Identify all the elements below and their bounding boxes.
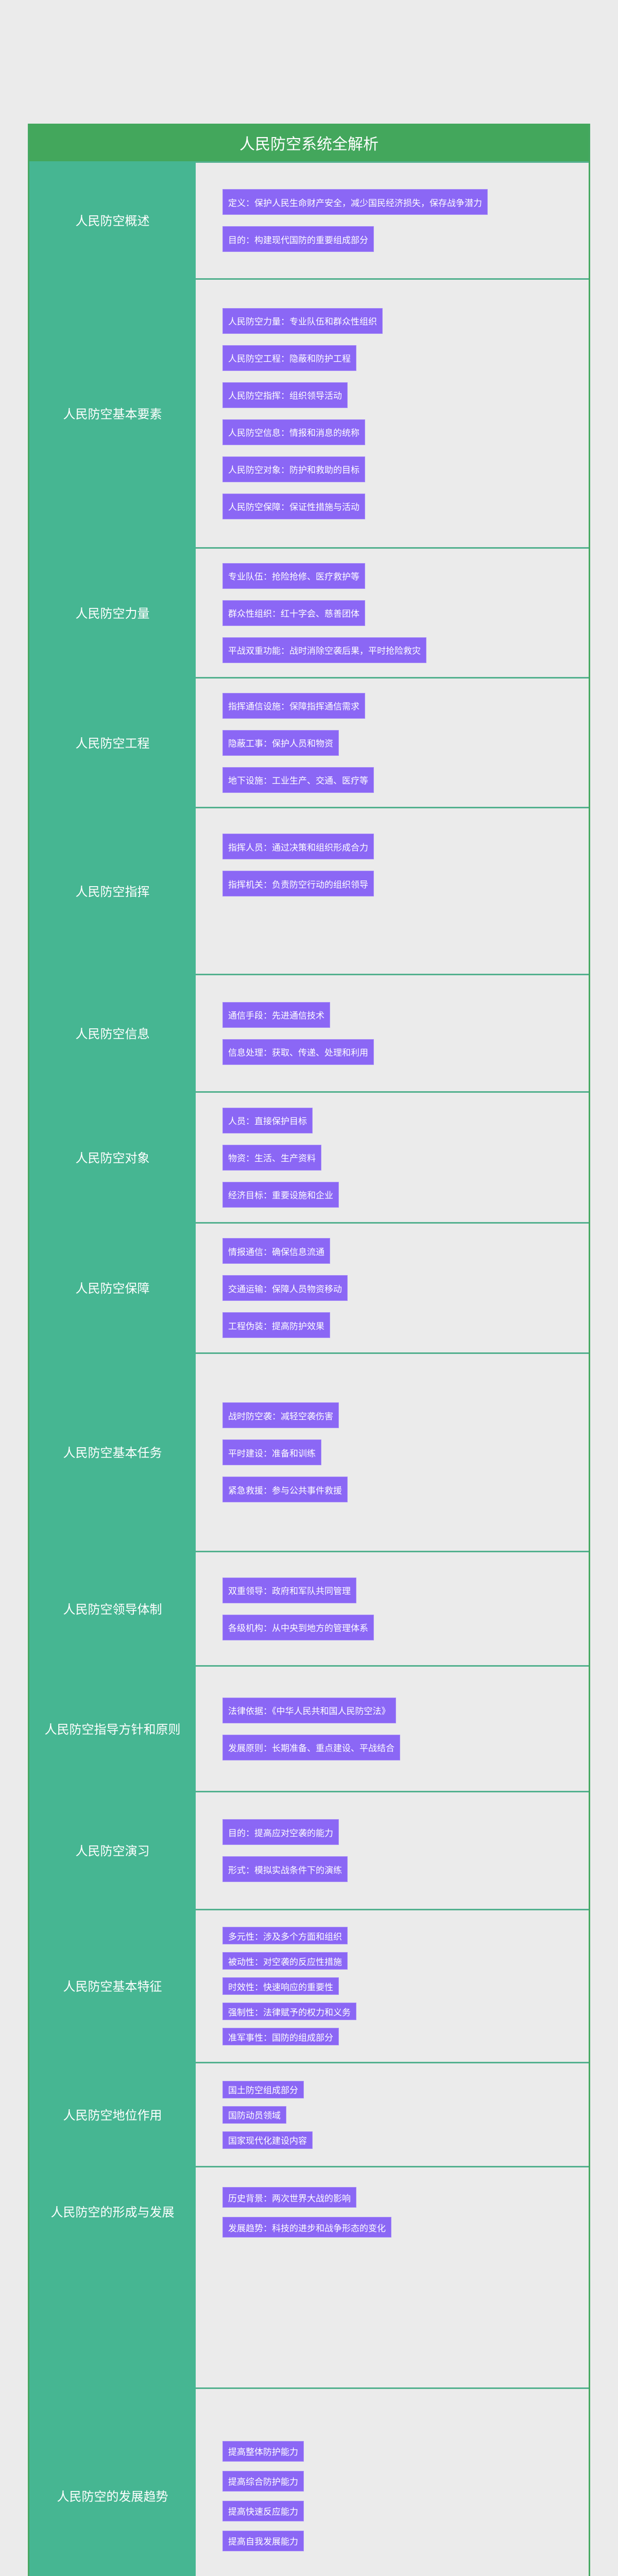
item-chip: 交通运输：保障人员物资移动 — [222, 1275, 348, 1301]
section-label: 人民防空对象 — [29, 1091, 196, 1222]
section-row: 人民防空演习 目的：提高应对空袭的能力 形式：模拟实战条件下的演练 — [29, 1791, 589, 1909]
section-label: 人民防空力量 — [29, 547, 196, 677]
item-chip: 指挥人员：通过决策和组织形成合力 — [222, 834, 374, 859]
section-row: 人民防空基本任务 战时防空袭：减轻空袭伤害 平时建设：准备和训练 紧急救援：参与… — [29, 1352, 589, 1551]
section-row: 人民防空指导方针和原则 法律依据：《中华人民共和国人民防空法》 发展原则：长期准… — [29, 1665, 589, 1791]
item-chip: 平战双重功能：战时消除空袭后果，平时抢险救灾 — [222, 637, 426, 663]
section-items: 法律依据：《中华人民共和国人民防空法》 发展原则：长期准备、重点建设、平战结合 — [196, 1665, 589, 1791]
page-title: 人民防空系统全解析 — [29, 124, 589, 161]
section-label: 人民防空概述 — [29, 161, 196, 278]
item-chip: 工程伪装：提高防护效果 — [222, 1312, 330, 1338]
item-chip: 人民防空保障：保证性措施与活动 — [222, 493, 365, 519]
section-label: 人民防空的发展趋势 — [29, 2387, 196, 2576]
item-chip: 目的：构建现代国防的重要组成部分 — [222, 226, 374, 252]
section-label: 人民防空的形成与发展 — [29, 2166, 196, 2387]
item-chip: 隐蔽工事：保护人员和物资 — [222, 730, 339, 756]
section-items: 提高整体防护能力 提高综合防护能力 提高快速反应能力 提高自我发展能力 — [196, 2387, 589, 2576]
section-row: 人民防空信息 通信手段：先进通信技术 信息处理：获取、传递、处理和利用 — [29, 974, 589, 1091]
section-row: 人民防空地位作用 国土防空组成部分 国防动员领域 国家现代化建设内容 — [29, 2062, 589, 2166]
section-items: 定义：保护人民生命财产安全，减少国民经济损失，保存战争潜力 目的：构建现代国防的… — [196, 161, 589, 278]
section-items: 情报通信：确保信息流通 交通运输：保障人员物资移动 工程伪装：提高防护效果 — [196, 1222, 589, 1352]
section-items: 目的：提高应对空袭的能力 形式：模拟实战条件下的演练 — [196, 1791, 589, 1909]
section-items: 人员：直接保护目标 物资：生活、生产资料 经济目标：重要设施和企业 — [196, 1091, 589, 1222]
section-row: 人民防空力量 专业队伍：抢险抢修、医疗救护等 群众性组织：红十字会、慈善团体 平… — [29, 547, 589, 677]
item-chip: 目的：提高应对空袭的能力 — [222, 1819, 339, 1845]
section-items: 人民防空力量：专业队伍和群众性组织 人民防空工程：隐蔽和防护工程 人民防空指挥：… — [196, 278, 589, 547]
item-chip: 地下设施：工业生产、交通、医疗等 — [222, 767, 374, 793]
item-chip: 平时建设：准备和训练 — [222, 1439, 321, 1465]
section-row: 人民防空的形成与发展 历史背景：两次世界大战的影响 发展趋势：科技的进步和战争形… — [29, 2166, 589, 2387]
item-chip: 国防动员领域 — [222, 2106, 286, 2124]
item-chip: 提高快速反应能力 — [222, 2500, 304, 2521]
item-chip: 发展趋势：科技的进步和战争形态的变化 — [222, 2217, 391, 2238]
section-row: 人民防空领导体制 双重领导：政府和军队共同管理 各级机构：从中央到地方的管理体系 — [29, 1551, 589, 1665]
item-chip: 群众性组织：红十字会、慈善团体 — [222, 600, 365, 626]
section-items: 专业队伍：抢险抢修、医疗救护等 群众性组织：红十字会、慈善团体 平战双重功能：战… — [196, 547, 589, 677]
section-label: 人民防空基本特征 — [29, 1909, 196, 2062]
item-chip: 紧急救援：参与公共事件救援 — [222, 1477, 348, 1502]
section-items: 通信手段：先进通信技术 信息处理：获取、传递、处理和利用 — [196, 974, 589, 1091]
item-chip: 历史背景：两次世界大战的影响 — [222, 2187, 356, 2208]
section-items: 指挥通信设施：保障指挥通信需求 隐蔽工事：保护人员和物资 地下设施：工业生产、交… — [196, 677, 589, 807]
item-chip: 信息处理：获取、传递、处理和利用 — [222, 1039, 374, 1065]
section-items: 历史背景：两次世界大战的影响 发展趋势：科技的进步和战争形态的变化 — [196, 2166, 589, 2387]
item-chip: 指挥机关：负责防空行动的组织领导 — [222, 871, 374, 896]
item-chip: 提高整体防护能力 — [222, 2441, 304, 2462]
section-items: 指挥人员：通过决策和组织形成合力 指挥机关：负责防空行动的组织领导 — [196, 807, 589, 974]
item-chip: 定义：保护人民生命财产安全，减少国民经济损失，保存战争潜力 — [222, 189, 488, 215]
section-label: 人民防空工程 — [29, 677, 196, 807]
item-chip: 通信手段：先进通信技术 — [222, 1002, 330, 1028]
item-chip: 指挥通信设施：保障指挥通信需求 — [222, 692, 365, 719]
item-chip: 强制性：法律赋予的权力和义务 — [222, 2003, 356, 2020]
section-items: 双重领导：政府和军队共同管理 各级机构：从中央到地方的管理体系 — [196, 1551, 589, 1665]
item-chip: 人民防空信息：情报和消息的统称 — [222, 419, 365, 445]
section-items: 战时防空袭：减轻空袭伤害 平时建设：准备和训练 紧急救援：参与公共事件救援 — [196, 1352, 589, 1551]
section-row: 人民防空的发展趋势 提高整体防护能力 提高综合防护能力 提高快速反应能力 提高自… — [29, 2387, 589, 2576]
section-row: 人民防空概述 定义：保护人民生命财产安全，减少国民经济损失，保存战争潜力 目的：… — [29, 161, 589, 278]
item-chip: 国土防空组成部分 — [222, 2080, 304, 2098]
item-chip: 人员：直接保护目标 — [222, 1107, 313, 1133]
item-chip: 人民防空对象：防护和救助的目标 — [222, 456, 365, 482]
item-chip: 双重领导：政府和军队共同管理 — [222, 1577, 356, 1603]
item-chip: 形式：模拟实战条件下的演练 — [222, 1856, 348, 1882]
section-label: 人民防空基本要素 — [29, 278, 196, 547]
section-row: 人民防空工程 指挥通信设施：保障指挥通信需求 隐蔽工事：保护人员和物资 地下设施… — [29, 677, 589, 807]
section-label: 人民防空保障 — [29, 1222, 196, 1352]
item-chip: 各级机构：从中央到地方的管理体系 — [222, 1614, 374, 1640]
section-label: 人民防空指导方针和原则 — [29, 1665, 196, 1791]
item-chip: 人民防空工程：隐蔽和防护工程 — [222, 345, 356, 371]
item-chip: 人民防空力量：专业队伍和群众性组织 — [222, 308, 383, 334]
section-row: 人民防空指挥 指挥人员：通过决策和组织形成合力 指挥机关：负责防空行动的组织领导 — [29, 807, 589, 974]
section-label: 人民防空领导体制 — [29, 1551, 196, 1665]
item-chip: 法律依据：《中华人民共和国人民防空法》 — [222, 1697, 396, 1723]
section-label: 人民防空地位作用 — [29, 2062, 196, 2166]
item-chip: 物资：生活、生产资料 — [222, 1144, 321, 1171]
item-chip: 被动性：对空袭的反应性措施 — [222, 1952, 348, 1970]
item-chip: 提高自我发展能力 — [222, 2530, 304, 2551]
item-chip: 专业队伍：抢险抢修、医疗救护等 — [222, 563, 365, 589]
item-chip: 情报通信：确保信息流通 — [222, 1238, 330, 1264]
section-label: 人民防空演习 — [29, 1791, 196, 1909]
item-chip: 战时防空袭：减轻空袭伤害 — [222, 1402, 339, 1428]
mindmap-table: 人民防空系统全解析 人民防空概述 定义：保护人民生命财产安全，减少国民经济损失，… — [28, 124, 590, 2576]
item-chip: 时效性：快速响应的重要性 — [222, 1977, 339, 1995]
section-label: 人民防空基本任务 — [29, 1352, 196, 1551]
item-chip: 国家现代化建设内容 — [222, 2131, 313, 2149]
item-chip: 人民防空指挥：组织领导活动 — [222, 382, 348, 408]
section-items: 国土防空组成部分 国防动员领域 国家现代化建设内容 — [196, 2062, 589, 2166]
section-row: 人民防空基本特征 多元性：涉及多个方面和组织 被动性：对空袭的反应性措施 时效性… — [29, 1909, 589, 2062]
section-row: 人民防空保障 情报通信：确保信息流通 交通运输：保障人员物资移动 工程伪装：提高… — [29, 1222, 589, 1352]
section-row: 人民防空基本要素 人民防空力量：专业队伍和群众性组织 人民防空工程：隐蔽和防护工… — [29, 278, 589, 547]
item-chip: 发展原则：长期准备、重点建设、平战结合 — [222, 1734, 400, 1760]
section-row: 人民防空对象 人员：直接保护目标 物资：生活、生产资料 经济目标：重要设施和企业 — [29, 1091, 589, 1222]
item-chip: 经济目标：重要设施和企业 — [222, 1181, 339, 1208]
item-chip: 多元性：涉及多个方面和组织 — [222, 1927, 348, 1944]
section-label: 人民防空信息 — [29, 974, 196, 1091]
section-items: 多元性：涉及多个方面和组织 被动性：对空袭的反应性措施 时效性：快速响应的重要性… — [196, 1909, 589, 2062]
section-label: 人民防空指挥 — [29, 807, 196, 974]
item-chip: 提高综合防护能力 — [222, 2470, 304, 2492]
item-chip: 准军事性：国防的组成部分 — [222, 2028, 339, 2045]
